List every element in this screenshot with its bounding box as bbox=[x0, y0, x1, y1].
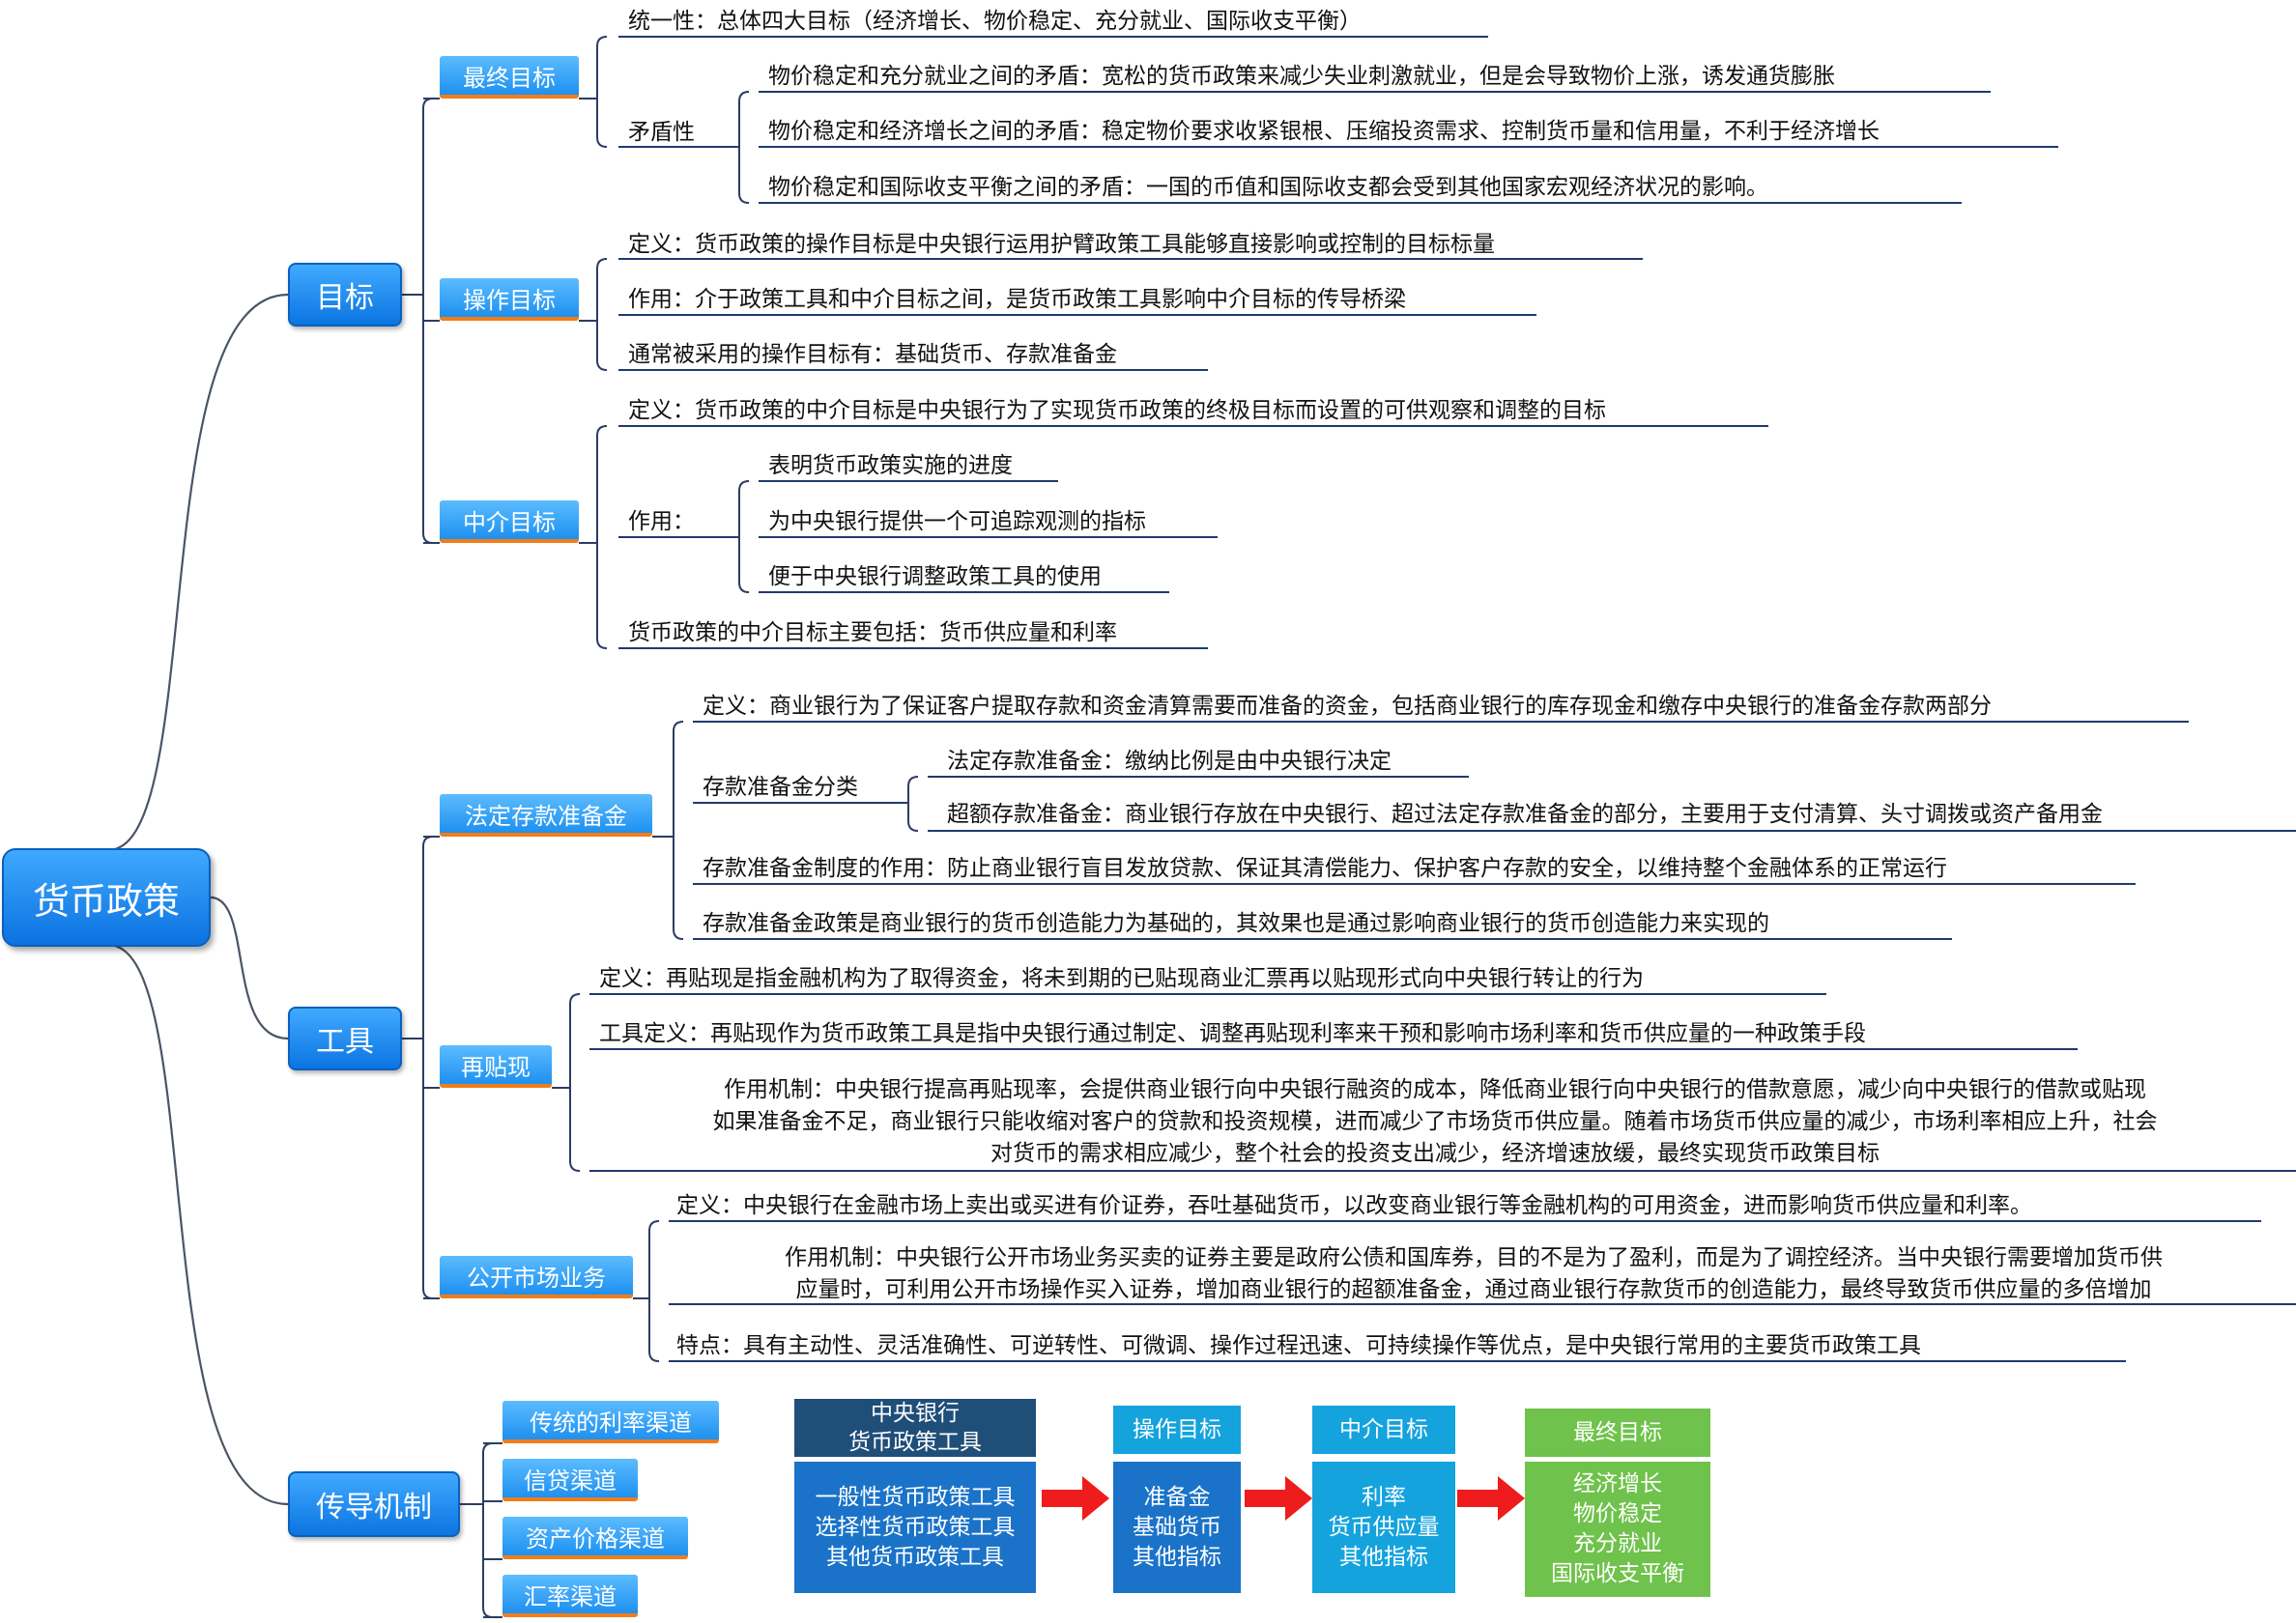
channel-asset-price[interactable]: 资产价格渠道 bbox=[502, 1517, 688, 1559]
connector bbox=[596, 36, 608, 148]
connector bbox=[107, 293, 289, 852]
goals-node[interactable]: 目标 bbox=[288, 263, 402, 327]
rediscount-definition: 定义：再贴现是指金融机构为了取得资金，将未到期的已贴现商业汇票再以贴现形式向中央… bbox=[599, 966, 1644, 991]
connector bbox=[738, 480, 750, 593]
flow-arrow-icon bbox=[1457, 1476, 1525, 1521]
tools-node[interactable]: 工具 bbox=[288, 1007, 402, 1070]
operating-role: 作用：介于政策工具和中介目标之间，是货币政策工具影响中介目标的传导桥梁 bbox=[628, 287, 1406, 312]
intermediate-role-item: 表明货币政策实施的进度 bbox=[768, 453, 1013, 478]
reserve-node[interactable]: 法定存款准备金 bbox=[440, 794, 652, 837]
root-node[interactable]: 货币政策 bbox=[2, 848, 211, 947]
final-unity-text: 统一性：总体四大目标（经济增长、物价稳定、充分就业、国际收支平衡） bbox=[628, 9, 1362, 34]
final-conflict-label: 矛盾性 bbox=[628, 120, 695, 145]
flow-central-bank-tools: 一般性货币政策工具 选择性货币政策工具 其他货币政策工具 bbox=[794, 1462, 1036, 1593]
conflict-item: 物价稳定和经济增长之间的矛盾：稳定物价要求收紧银根、压缩投资需求、控制货币量和信… bbox=[768, 119, 1880, 144]
conflict-item: 物价稳定和国际收支平衡之间的矛盾：一国的币值和国际收支都会受到其他国家宏观经济状… bbox=[768, 175, 1768, 200]
connector bbox=[482, 1442, 494, 1618]
flow-operating-title: 操作目标 bbox=[1113, 1406, 1241, 1454]
connector bbox=[907, 776, 919, 832]
reserve-class-label: 存款准备金分类 bbox=[703, 775, 858, 800]
connector bbox=[422, 836, 434, 1299]
connector bbox=[107, 943, 289, 1506]
open-market-node[interactable]: 公开市场业务 bbox=[440, 1256, 633, 1298]
reserve-definition: 定义：商业银行为了保证客户提取存款和资金清算需要而准备的资金，包括商业银行的库存… bbox=[703, 694, 1992, 719]
connector bbox=[210, 896, 289, 1040]
reserve-role: 存款准备金制度的作用：防止商业银行盲目发放贷款、保证其清偿能力、保护客户存款的安… bbox=[703, 856, 1947, 881]
flow-arrow-icon bbox=[1245, 1476, 1312, 1521]
open-market-features: 特点：具有主动性、灵活准确性、可逆转性、可微调、操作过程迅速、可持续操作等优点，… bbox=[676, 1333, 1921, 1358]
rediscount-node[interactable]: 再贴现 bbox=[440, 1045, 552, 1088]
reserve-class-item: 法定存款准备金：缴纳比例是由中央银行决定 bbox=[947, 749, 1392, 774]
reserve-basis: 存款准备金政策是商业银行的货币创造能力为基础的，其效果也是通过影响商业银行的货币… bbox=[703, 911, 1769, 936]
flow-arrow-icon bbox=[1042, 1476, 1109, 1521]
flow-final-title: 最终目标 bbox=[1525, 1409, 1710, 1457]
flow-intermediate-title: 中介目标 bbox=[1312, 1406, 1455, 1454]
reserve-class-item: 超额存款准备金：商业银行存放在中央银行、超过法定存款准备金的部分，主要用于支付清… bbox=[947, 802, 2103, 827]
rediscount-tool-definition: 工具定义：再贴现作为货币政策工具是指中央银行通过制定、调整再贴现利率来干预和影响… bbox=[599, 1021, 1866, 1046]
intermediate-role-item: 便于中央银行调整政策工具的使用 bbox=[768, 564, 1102, 589]
conflict-item: 物价稳定和充分就业之间的矛盾：宽松的货币政策来减少失业刺激就业，但是会导致物价上… bbox=[768, 64, 1835, 89]
open-market-definition: 定义：中央银行在金融市场上卖出或买进有价证券，吞吐基础货币，以改变商业银行等金融… bbox=[676, 1193, 2032, 1218]
operating-goal-node[interactable]: 操作目标 bbox=[440, 278, 579, 321]
intermediate-definition: 定义：货币政策的中介目标是中央银行为了实现货币政策的终极目标而设置的可供观察和调… bbox=[628, 398, 1606, 423]
transmission-node[interactable]: 传导机制 bbox=[288, 1471, 460, 1537]
connector bbox=[648, 1220, 660, 1362]
intermediate-includes: 货币政策的中介目标主要包括：货币供应量和利率 bbox=[628, 620, 1117, 645]
connector bbox=[738, 91, 750, 204]
flow-intermediate-items: 利率 货币供应量 其他指标 bbox=[1312, 1462, 1455, 1593]
rediscount-mechanism: 作用机制：中央银行提高再贴现率，会提供商业银行向中央银行融资的成本，降低商业银行… bbox=[712, 1077, 2158, 1166]
operating-examples: 通常被采用的操作目标有：基础货币、存款准备金 bbox=[628, 342, 1117, 367]
flow-final-items: 经济增长 物价稳定 充分就业 国际收支平衡 bbox=[1525, 1462, 1710, 1597]
operating-definition: 定义：货币政策的操作目标是中央银行运用护臂政策工具能够直接影响或控制的目标标量 bbox=[628, 232, 1495, 257]
connector bbox=[673, 721, 684, 940]
intermediate-role-label: 作用： bbox=[628, 509, 695, 534]
connector bbox=[596, 425, 608, 649]
channel-interest-rate[interactable]: 传统的利率渠道 bbox=[502, 1401, 719, 1443]
channel-credit[interactable]: 信贷渠道 bbox=[502, 1459, 638, 1501]
connector bbox=[596, 258, 608, 371]
final-goal-node[interactable]: 最终目标 bbox=[440, 56, 579, 99]
channel-exchange-rate[interactable]: 汇率渠道 bbox=[502, 1575, 638, 1617]
open-market-mechanism: 作用机制：中央银行公开市场业务买卖的证券主要是政府公债和国库券，目的不是为了盈利… bbox=[785, 1245, 2163, 1302]
flow-central-bank-title: 中央银行 货币政策工具 bbox=[794, 1399, 1036, 1457]
intermediate-goal-node[interactable]: 中介目标 bbox=[440, 500, 579, 543]
intermediate-role-item: 为中央银行提供一个可追踪观测的指标 bbox=[768, 509, 1146, 534]
flow-operating-items: 准备金 基础货币 其他指标 bbox=[1113, 1462, 1241, 1593]
connector bbox=[569, 993, 581, 1172]
